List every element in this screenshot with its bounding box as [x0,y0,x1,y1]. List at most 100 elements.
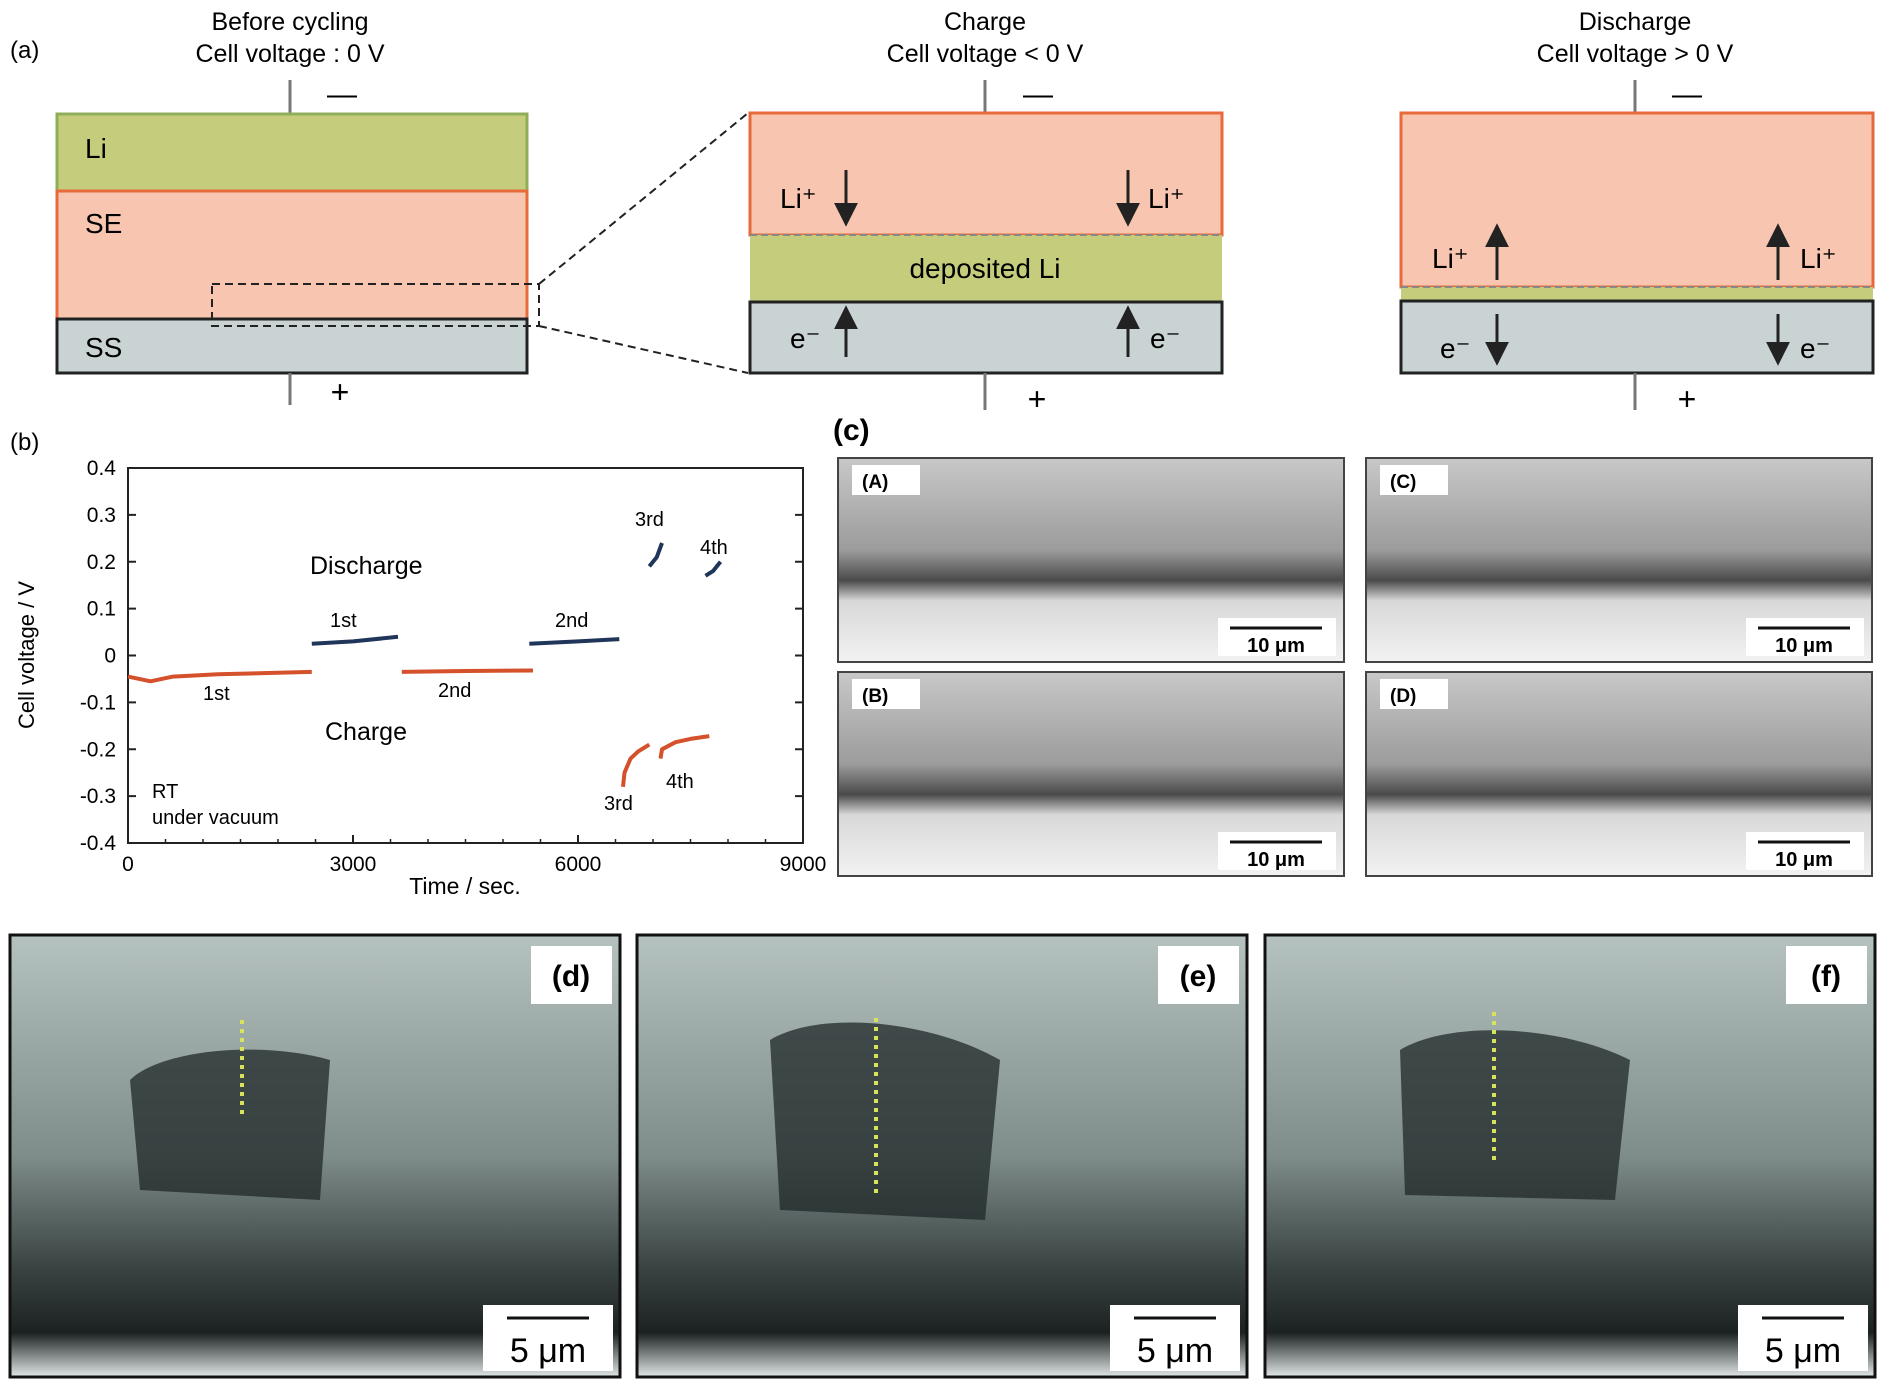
x-tick-label: 9000 [780,853,827,876]
y-tick-label: 0.3 [87,504,116,527]
se-layer [55,189,529,321]
panel-a-label: (a) [10,37,39,64]
scale-label: 10 μm [1247,635,1305,657]
charge-2nd-label: 2nd [438,680,471,702]
plus-sign: + [331,374,350,410]
charge-3rd-label: 3rd [604,793,633,815]
image-label: (f) [1811,960,1841,993]
charge-curve-4th [658,734,710,759]
y-tick-label: 0.1 [87,598,116,621]
residual-li-layer [1401,287,1873,301]
scale-label: 5 μm [510,1332,586,1370]
x-tick-label: 3000 [330,853,377,876]
scale-label: 5 μm [1137,1332,1213,1370]
plot-frame [127,467,804,844]
discharge-1st-label: 1st [330,610,357,632]
discharge-cell: Discharge Cell voltage > 0 V — Li⁺ Li⁺ e… [1399,8,1875,417]
li-ion-label: Li⁺ [780,183,817,214]
minus-sign: — [327,78,357,111]
panel-a: (a) Before cycling Cell voltage : 0 V — … [10,8,1875,417]
x-axis-title: Time / sec. [409,873,521,899]
discharge-4th-label: 4th [700,537,728,559]
before-cycling-cell: Before cycling Cell voltage : 0 V — Li S… [55,8,540,410]
image-label: (D) [1390,686,1416,707]
charge-cell: Charge Cell voltage < 0 V — deposited Li… [748,8,1224,417]
y-tick-label: -0.4 [80,832,117,855]
charge-curve-3rd [621,742,651,788]
panel-def: (d) 5 μm (e) 5 μm (f) 5 μm [8,933,1877,1379]
before-voltage: Cell voltage : 0 V [196,40,385,68]
scale-label: 10 μm [1775,849,1833,871]
y-tick-label: -0.3 [80,785,116,808]
image-label: (d) [552,960,590,993]
charge-curve-1st [127,669,312,684]
y-axis-title: Cell voltage / V [14,581,39,729]
electron-label: e⁻ [1150,323,1180,354]
li-ion-label: Li⁺ [1432,243,1469,274]
charge-text: Charge [325,718,407,746]
y-tick-label: 0.2 [87,551,116,574]
sem-image-D: (D) 10 μm [1365,671,1873,877]
panel-c-label: (c) [833,414,870,447]
discharge-curve-1st [311,634,399,646]
zoom-line-top [538,112,749,285]
plus-sign: + [1678,381,1697,417]
charge-1st-label: 1st [203,683,230,705]
y-tick-label: 0.4 [87,457,117,480]
discharge-text: Discharge [310,552,423,580]
y-tick-label: -0.1 [80,691,116,714]
charge-title: Charge [944,8,1026,36]
deposited-li-layer [750,235,1222,302]
sem-image-A: (A) 10 μm [837,457,1345,663]
sem-image-C: (C) 10 μm [1365,457,1873,663]
image-label: (C) [1390,472,1416,493]
discharge-curve-4th [704,560,723,578]
image-label: (B) [862,686,888,707]
minus-sign: — [1672,78,1702,111]
scale-label: 5 μm [1765,1332,1841,1370]
deposited-li-label: deposited Li [909,253,1060,284]
discharge-curve-3rd [647,542,664,568]
image-label: (A) [862,472,888,493]
charge-voltage: Cell voltage < 0 V [887,40,1084,68]
x-tick-label: 6000 [555,853,602,876]
li-ion-label: Li⁺ [1800,243,1837,274]
zoom-box [211,283,540,327]
before-title: Before cycling [211,8,368,36]
li-layer [55,112,529,193]
ss-layer [748,300,1224,375]
y-axis: 0.4 0.3 0.2 0.1 0 -0.1 -0.2 -0.3 -0.4 [80,457,803,855]
zoom-line-bottom [538,325,749,374]
condition-text: under vacuum [152,807,279,829]
ss-label: SS [85,332,122,363]
sem-image-e: (e) 5 μm [635,933,1249,1379]
y-tick-label: 0 [104,645,116,668]
plus-sign: + [1028,381,1047,417]
se-layer [748,111,1224,237]
condition-text: RT [152,781,178,803]
x-tick-label: 0 [122,853,134,876]
y-tick-label: -0.2 [80,738,116,761]
panel-c: (c) (A) 10 μm (C) 10 μm (B) 10 μm [833,414,1873,877]
electron-label: e⁻ [790,323,820,354]
discharge-2nd-label: 2nd [555,610,588,632]
ss-layer [55,317,529,375]
scale-label: 10 μm [1247,849,1305,871]
panel-b-label: (b) [10,429,39,456]
minus-sign: — [1023,78,1053,111]
se-layer [1399,111,1875,289]
electron-label: e⁻ [1440,333,1470,364]
electron-label: e⁻ [1800,333,1830,364]
charge-4th-label: 4th [666,771,694,793]
ss-layer [1399,299,1875,375]
li-label: Li [85,133,107,164]
se-label: SE [85,208,122,239]
discharge-voltage: Cell voltage > 0 V [1537,40,1734,68]
plot-area [127,542,723,788]
li-ion-label: Li⁺ [1148,183,1185,214]
discharge-3rd-label: 3rd [635,509,664,531]
discharge-title: Discharge [1579,8,1692,36]
sem-image-f: (f) 5 μm [1263,933,1877,1379]
discharge-curve-2nd [529,637,620,646]
x-axis: 0 3000 6000 9000 [122,835,826,876]
